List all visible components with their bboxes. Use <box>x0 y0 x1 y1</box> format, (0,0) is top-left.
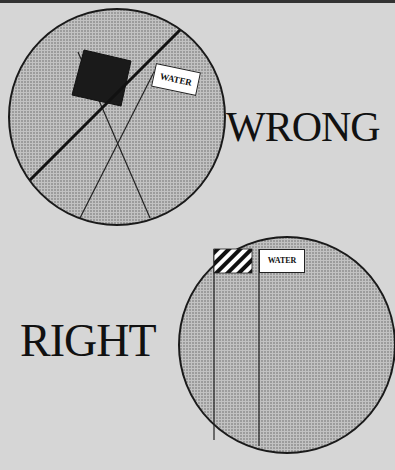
flag-text: WATER <box>268 257 297 265</box>
dark-flag <box>72 50 131 106</box>
strike-line <box>30 30 180 180</box>
top-rule <box>0 0 395 3</box>
verdict-label: WRONG <box>226 106 380 148</box>
flag-stick <box>213 249 214 440</box>
striped-flag <box>214 249 252 273</box>
flag-node: WATER <box>259 249 305 273</box>
verdict-label: RIGHT <box>20 318 156 364</box>
view-circle <box>9 9 225 225</box>
view-circle <box>179 237 395 453</box>
flag-stick <box>258 249 259 446</box>
flag-text: WATER <box>159 72 193 88</box>
